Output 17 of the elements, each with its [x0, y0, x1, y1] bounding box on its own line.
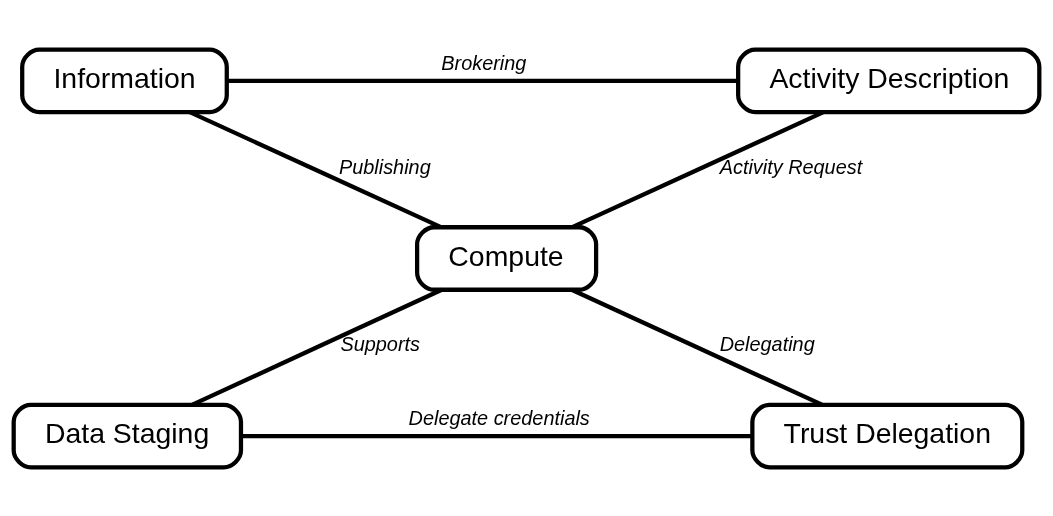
- edge-label: Brokering: [441, 51, 527, 74]
- connector: [570, 287, 823, 407]
- node-box: Trust Delegation: [750, 402, 1025, 469]
- edge-label: Delegate credentials: [408, 406, 590, 429]
- connector: [571, 109, 825, 229]
- edge-label: Activity Request: [719, 155, 863, 178]
- connector: [227, 78, 738, 83]
- edge-label: Publishing: [338, 155, 431, 178]
- node-box: Compute: [415, 224, 599, 292]
- edge-label: Delegating: [719, 332, 815, 355]
- connector: [188, 109, 442, 229]
- node-box: Data Staging: [11, 402, 244, 469]
- node-box: Activity Description: [736, 47, 1042, 114]
- connector: [191, 287, 443, 407]
- connector: [241, 433, 753, 438]
- node-box: Information: [20, 47, 229, 114]
- edge-label: Supports: [340, 332, 420, 355]
